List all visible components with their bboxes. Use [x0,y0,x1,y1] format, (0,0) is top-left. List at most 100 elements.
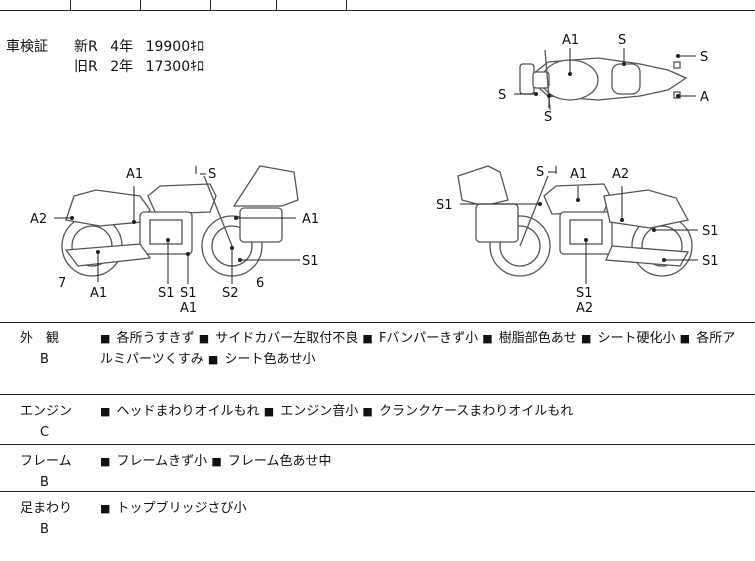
grade-value: C [40,425,50,440]
bullet-icon: ■ [362,405,373,418]
marker-dot [132,220,136,224]
section-category: 外 観 B [20,328,80,370]
header-strip [0,0,755,11]
note-item: 各所アルミパーツくすみ [100,331,736,367]
top-view-label: S [700,50,708,65]
header-cell [276,0,347,10]
front-fork [203,175,233,247]
marker-dot [534,92,538,96]
right-side-label: A2 [612,167,629,182]
section-suspension: 足まわり B ■ トップブリッジさび小 [0,492,755,561]
right-side-label: S1 [576,286,593,301]
engine-block [139,211,193,255]
bullet-icon: ■ [362,332,373,345]
marker-dot [576,198,580,202]
bullet-icon: ■ [198,332,210,345]
inspection-row: 新R 4年 19900ｷﾛ [74,37,204,57]
section-engine: エンジン C ■ ヘッドまわりオイルもれ ■ エンジン音小 ■ クランクケースま… [0,395,755,445]
inspection-price: 17300ｷﾛ [145,59,205,75]
engine-detail [149,219,183,245]
marker-dot [230,246,234,250]
header-cell [70,0,141,10]
inspection-year: 2年 [110,59,134,75]
note-item: クランクケースまわりオイルもれ [378,404,574,419]
bullet-icon: ■ [679,332,691,345]
section-category: エンジン C [20,401,80,443]
marker-dot [96,250,100,254]
left-side-label: S1 [180,286,197,301]
left-side-label: S1 [302,254,319,269]
inspection-type: 新R [74,39,98,55]
marker-dot [676,54,680,58]
marker-dot [70,216,74,220]
rear-fender [603,189,689,229]
note-item: ヘッドまわりオイルもれ [116,404,260,419]
top-view-headlight [519,63,535,95]
right-side-drawing [457,165,698,284]
section-category: フレーム B [20,451,80,493]
left-side-label: A2 [30,212,47,227]
section-notes: ■ 各所うすきず ■ サイドカバー左取付不良 ■ Fバンパーきず小 ■ 樹脂部色… [100,328,747,370]
bullet-icon: ■ [580,332,592,345]
fuel-tank [147,183,217,215]
grade-value: B [40,522,49,537]
section-frame: フレーム B ■ フレームきず小 ■ フレーム色あせ中 [0,445,755,492]
note-item: サイドカバー左取付不良 [215,331,359,346]
marker-dot [538,202,542,206]
bullet-icon: ■ [482,332,493,345]
top-view-label: S [544,110,552,125]
inspection-price: 19900ｷﾛ [145,39,205,55]
bullet-icon: ■ [100,405,111,418]
note-item: 樹脂部色あせ [498,331,577,346]
category-label: エンジン [20,404,73,419]
note-item: エンジン音小 [280,404,359,419]
header-cell [0,0,71,10]
header-cell [210,0,277,10]
front-fairing-box [239,207,283,243]
motorcycle-diagram: A1 S S S A S [30,33,719,316]
section-category: 足まわり B [20,498,80,540]
marker-dot [622,62,626,66]
section-notes: ■ フレームきず小 ■ フレーム色あせ中 [100,451,747,472]
right-side-label: A2 [576,301,593,316]
grade-value: B [40,352,49,367]
right-side-label: S1 [702,224,719,239]
left-side-label: A1 [126,167,143,182]
section-exterior: 外 観 B ■ 各所うすきず ■ サイドカバー左取付不良 ■ Fバンパーきず小 … [0,322,755,395]
left-side-label: A1 [180,301,197,316]
top-view-label: S [498,88,506,103]
damage-diagram-panel: 車検証 新R 4年 19900ｷﾛ 旧R 2年 17300ｷﾛ [0,10,755,323]
right-side-label: S [536,165,544,180]
top-view-label: A1 [562,33,579,48]
category-label: 足まわり [20,501,73,516]
left-side-label: 7 [58,276,66,291]
section-notes: ■ トップブリッジさび小 [100,498,747,519]
marker-dot [166,238,170,242]
top-view-gauge [532,71,550,89]
marker-dot [620,218,624,222]
grade-value: B [40,475,49,490]
marker-dot [568,72,572,76]
windshield [457,165,509,207]
bullet-icon: ■ [100,455,111,468]
category-label: 外 観 [20,331,60,346]
right-side-label: S1 [436,198,453,213]
note-item: トップブリッジさび小 [116,501,247,516]
inspection-row: 旧R 2年 17300ｷﾛ [74,57,204,77]
left-side-label: S2 [222,286,239,301]
note-item: Fバンパーきず小 [378,331,479,346]
note-item: フレームきず小 [116,454,208,469]
left-side-label: S1 [158,286,175,301]
note-item: シート色あせ小 [224,352,316,367]
note-item: 各所うすきず [116,331,195,346]
front-fairing-box [475,203,519,243]
right-side-label: A1 [570,167,587,182]
front-fork [519,175,549,247]
inspection-type: 旧R [74,59,98,75]
note-item: フレーム色あせ中 [227,454,332,469]
category-label: フレーム [20,454,72,469]
marker-dot [238,258,242,262]
bullet-icon: ■ [100,332,111,345]
front-wheel-inner [499,225,541,267]
